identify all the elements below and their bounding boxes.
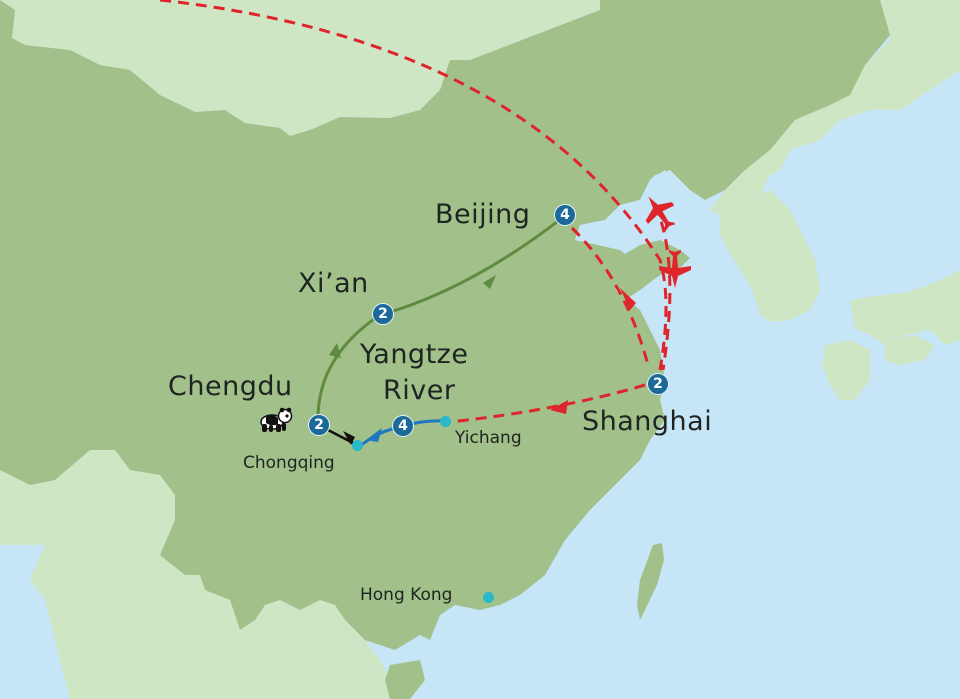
shandong-peninsula xyxy=(612,240,690,300)
west-sea-inlet xyxy=(0,545,70,699)
china-mainland xyxy=(0,0,890,650)
nights-badge-yangtze: 4 xyxy=(392,415,414,437)
nights-badge-beijing: 4 xyxy=(554,204,576,226)
japan xyxy=(822,0,960,400)
stop-label-hong-kong: Hong Kong xyxy=(360,585,453,605)
stop-label-yichang: Yichang xyxy=(455,428,522,448)
stop-dot-yichang xyxy=(440,416,451,427)
nights-badge-chengdu: 2 xyxy=(308,414,330,436)
route-shanghai-yichang xyxy=(449,383,646,424)
stop-dot-chongqing xyxy=(352,440,363,451)
city-label-xian: Xi’an xyxy=(298,268,369,299)
region-label-yangtze-line2: River xyxy=(383,375,456,406)
city-label-shanghai: Shanghai xyxy=(582,406,713,437)
region-label-yangtze-line1: Yangtze xyxy=(360,339,469,370)
nights-badge-shanghai: 2 xyxy=(647,373,669,395)
stop-label-chongqing: Chongqing xyxy=(243,453,335,473)
southeast-asia xyxy=(0,450,400,699)
stop-dot-hong-kong xyxy=(483,592,494,603)
panda-icon xyxy=(260,407,293,432)
arrow-chengdu-xian xyxy=(329,343,341,358)
arrow-beijing-shanghai xyxy=(620,288,636,310)
northeast-region xyxy=(710,0,960,215)
taiwan xyxy=(637,543,664,620)
hainan xyxy=(385,660,425,699)
route-beijing-shanghai xyxy=(570,226,650,366)
arrow-xian-beijing xyxy=(483,275,496,289)
city-label-beijing: Beijing xyxy=(435,199,531,230)
arrow-yangtze xyxy=(366,428,382,442)
city-label-chengdu: Chengdu xyxy=(168,371,293,402)
airplane-icon xyxy=(659,250,691,288)
flight-route-inbound xyxy=(159,0,668,371)
mongolia-region xyxy=(0,0,960,136)
korean-peninsula xyxy=(720,190,820,322)
nights-badge-xian: 2 xyxy=(372,303,394,325)
airplane-icon xyxy=(645,196,676,232)
arrow-shanghai-yichang xyxy=(550,400,568,414)
